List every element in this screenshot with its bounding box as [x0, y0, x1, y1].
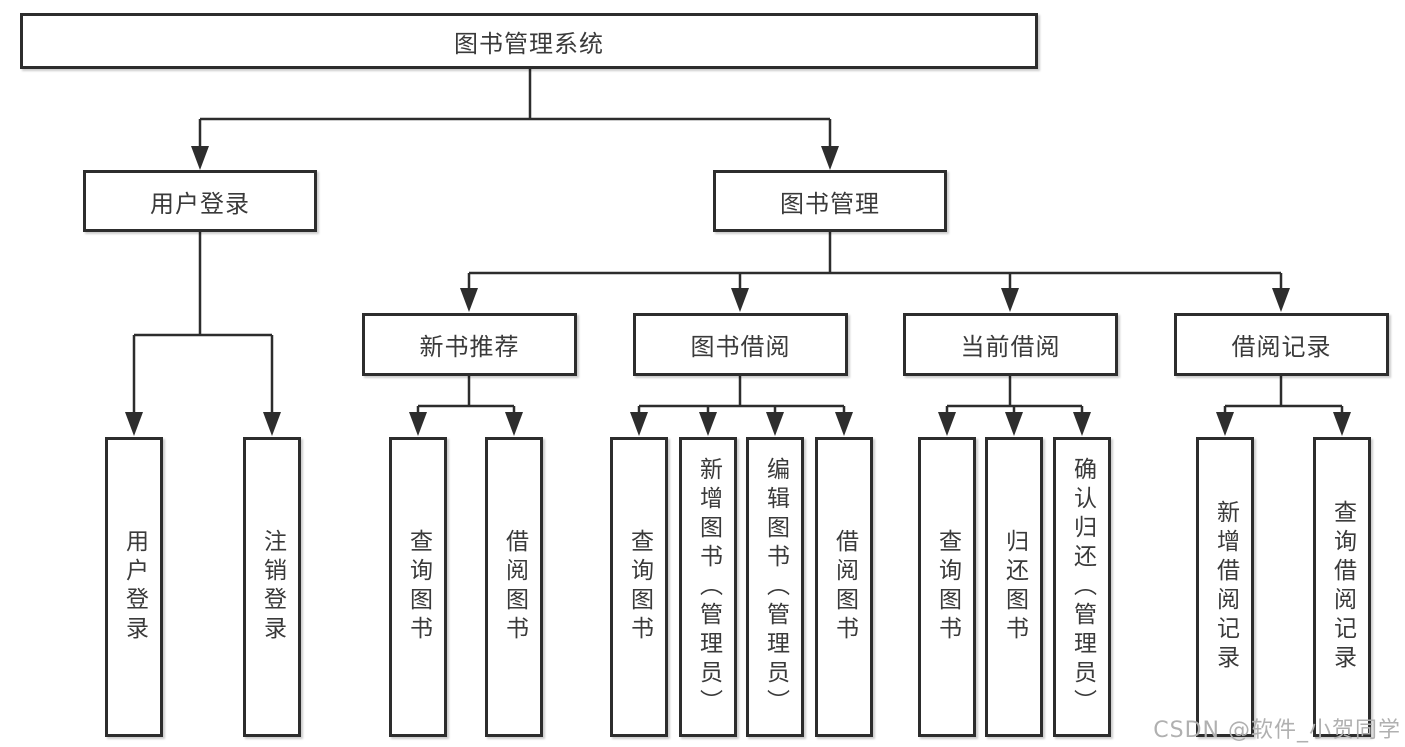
arrowheads	[125, 146, 1351, 436]
node-borrow-records: 借阅记录	[1174, 313, 1389, 376]
node-library-system: 图书管理系统	[20, 13, 1038, 69]
leaf-edit-books-admin: 编辑图书（管理员）	[746, 437, 804, 737]
connector-new-book-group	[416, 376, 516, 418]
leaf-query-books-current: 查询图书	[918, 437, 976, 737]
csdn-watermark: CSDN @软件_小贺同学	[1153, 718, 1401, 743]
connector-book-borrow-group	[637, 376, 846, 418]
node-book-management: 图书管理	[713, 170, 947, 232]
connector-current-borrow-group	[945, 376, 1084, 418]
node-current-borrow: 当前借阅	[903, 313, 1118, 376]
leaf-borrow-books: 借阅图书	[815, 437, 873, 737]
leaf-confirm-return-admin: 确认归还（管理员）	[1053, 437, 1111, 737]
leaf-return-books: 归还图书	[985, 437, 1043, 737]
leaf-query-books-recommend: 查询图书	[389, 437, 447, 737]
leaf-add-borrow-record: 新增借阅记录	[1196, 437, 1254, 737]
node-new-book-recommend: 新书推荐	[362, 313, 577, 376]
connector-root	[198, 69, 832, 150]
node-user-login: 用户登录	[83, 170, 317, 232]
leaf-add-books-admin: 新增图书（管理员）	[679, 437, 737, 737]
connector-book-management-group	[467, 232, 1283, 294]
leaf-borrow-books-recommend: 借阅图书	[485, 437, 543, 737]
leaf-query-borrow-record: 查询借阅记录	[1313, 437, 1371, 737]
connector-user-login-group	[132, 232, 274, 418]
leaf-logout: 注销登录	[243, 437, 301, 737]
connector-borrow-records-group	[1223, 376, 1344, 418]
leaf-query-books-borrow: 查询图书	[610, 437, 668, 737]
node-book-borrow: 图书借阅	[633, 313, 848, 376]
leaf-user-login: 用户登录	[105, 437, 163, 737]
